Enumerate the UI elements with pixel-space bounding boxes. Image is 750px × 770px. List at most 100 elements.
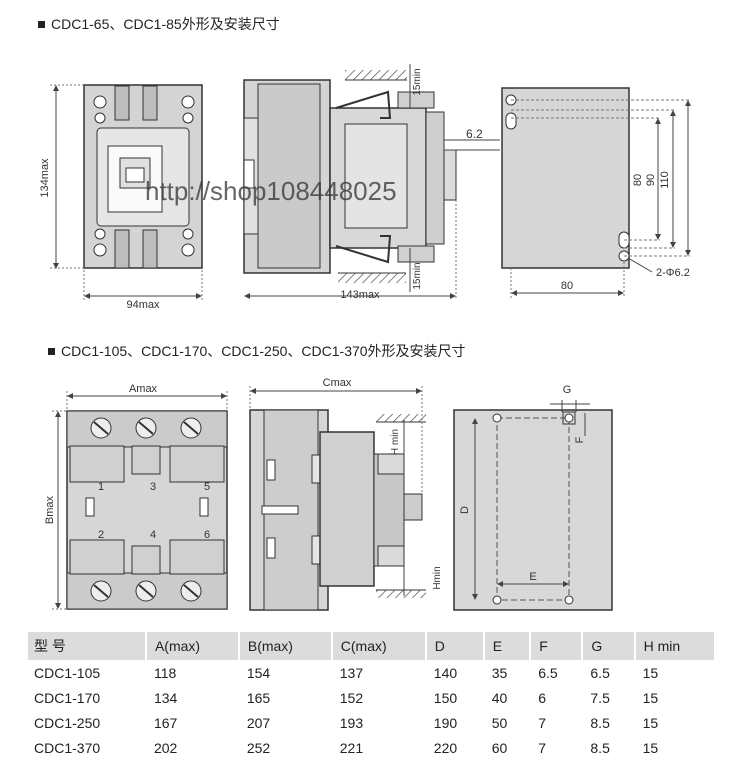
table-cell: 60 bbox=[491, 739, 508, 756]
table-header-cell: F bbox=[530, 632, 584, 660]
s1-min-bottom-label: 15min bbox=[412, 262, 423, 289]
s1-d80v-label: 80 bbox=[632, 174, 644, 186]
table-cell: 15 bbox=[642, 689, 659, 706]
table-cell: 7 bbox=[538, 714, 546, 731]
table-cell: 152 bbox=[339, 689, 364, 706]
bullet-square-icon bbox=[48, 347, 55, 355]
table-cell: 15 bbox=[642, 739, 659, 756]
s2-e-label: E bbox=[529, 571, 536, 583]
s1-wall-bottom bbox=[338, 273, 406, 283]
spec-table: 型 号 A(max) B(max) C(max) D E F G H min C… bbox=[28, 632, 717, 760]
section1-title: CDC1-65、CDC1-85外形及安装尺寸 bbox=[51, 16, 280, 32]
table-header-cell: 型 号 bbox=[28, 632, 147, 660]
table-cell: 6.5 bbox=[538, 664, 558, 681]
table-header-row: 型 号 A(max) B(max) C(max) D E F G H min bbox=[28, 632, 717, 660]
terminal-number: 3 bbox=[150, 481, 156, 493]
table-cell: 8.5 bbox=[590, 714, 610, 731]
s1-d90-label: 90 bbox=[645, 174, 657, 186]
terminal-number: 6 bbox=[204, 529, 210, 541]
s2-front-dims bbox=[52, 391, 228, 610]
s2-wall-top bbox=[376, 414, 426, 422]
s1-mount-view bbox=[501, 87, 690, 269]
terminal-number: 1 bbox=[98, 481, 104, 493]
s2-b-label: Bmax bbox=[44, 495, 56, 524]
table-cell: 15 bbox=[642, 714, 659, 731]
s2-front-view bbox=[66, 410, 228, 610]
table-header-cell: C(max) bbox=[331, 632, 427, 660]
table-cell: 6 bbox=[538, 689, 546, 706]
s2-mount-view bbox=[453, 409, 613, 611]
table-cell: 193 bbox=[339, 714, 364, 731]
table-header-cell: H min bbox=[634, 632, 717, 660]
table-cell: 50 bbox=[491, 714, 508, 731]
table-header-cell: G bbox=[582, 632, 636, 660]
table-cell: CDC1-250 bbox=[34, 714, 101, 731]
table-header-cell: A(max) bbox=[145, 632, 240, 660]
s2-terminal-numbers: 1 3 5 2 4 6 bbox=[98, 481, 210, 541]
table-cell: 6.5 bbox=[590, 664, 610, 681]
watermark-text: http://shop108448025 bbox=[145, 176, 397, 206]
section2-title: CDC1-105、CDC1-170、CDC1-250、CDC1-370外形及安装… bbox=[61, 343, 466, 359]
s2-h-bottom-label: Hmin bbox=[432, 566, 443, 589]
table-cell: 154 bbox=[246, 664, 271, 681]
s2-g-label: G bbox=[563, 384, 572, 396]
table-cell: 190 bbox=[433, 714, 458, 731]
s2-wall-bottom bbox=[376, 590, 426, 598]
s1-side-dims bbox=[244, 64, 500, 300]
s2-f-label: F bbox=[574, 436, 586, 443]
table-cell: 7 bbox=[538, 739, 546, 756]
table-row: CDC1-250 167 207 193 190 50 7 8.5 15 bbox=[28, 710, 715, 735]
s1-d80h-label: 80 bbox=[561, 280, 573, 292]
table-cell: 207 bbox=[246, 714, 271, 731]
s1-wall-top bbox=[345, 70, 407, 80]
table-cell: CDC1-170 bbox=[34, 689, 101, 706]
table-cell: 118 bbox=[153, 664, 177, 681]
s1-front-dims bbox=[50, 84, 203, 300]
s2-mount-dims bbox=[472, 400, 590, 600]
s1-holes-label: 2-Φ6.2 bbox=[656, 267, 690, 279]
table-header-cell: D bbox=[425, 632, 485, 660]
terminal-number: 5 bbox=[204, 481, 210, 493]
table-cell: CDC1-105 bbox=[34, 664, 101, 681]
table-cell: 140 bbox=[433, 664, 458, 681]
s1-mount-dims bbox=[510, 100, 691, 298]
s1-d110-label: 110 bbox=[659, 171, 671, 189]
section1-heading: CDC1-65、CDC1-85外形及安装尺寸 bbox=[38, 14, 280, 34]
s2-c-label: Cmax bbox=[323, 377, 352, 389]
table-cell: 35 bbox=[491, 664, 508, 681]
table-cell: 202 bbox=[153, 739, 178, 756]
bullet-square-icon bbox=[38, 20, 45, 28]
s2-d-label: D bbox=[459, 506, 471, 514]
table-cell: 8.5 bbox=[590, 739, 610, 756]
terminal-number: 4 bbox=[150, 529, 156, 541]
section2-heading: CDC1-105、CDC1-170、CDC1-250、CDC1-370外形及安装… bbox=[48, 341, 466, 361]
s1-front-width-label: 94max bbox=[126, 299, 160, 311]
table-cell: 252 bbox=[246, 739, 271, 756]
s1-offset-label: 6.2 bbox=[466, 127, 483, 141]
s1-min-top-label: 15min bbox=[412, 68, 423, 95]
table-header-cell: E bbox=[483, 632, 532, 660]
table-cell: 220 bbox=[433, 739, 458, 756]
s1-front-view bbox=[83, 84, 203, 269]
table-cell: 165 bbox=[246, 689, 271, 706]
table-cell: 7.5 bbox=[590, 689, 610, 706]
s1-side-width-label: 143max bbox=[340, 289, 380, 301]
table-row: CDC1-170 134 165 152 150 40 6 7.5 15 bbox=[28, 685, 715, 710]
table-cell: 137 bbox=[339, 664, 364, 681]
s2-side-dims bbox=[249, 386, 423, 596]
s2-h-top-label: H min bbox=[390, 429, 401, 455]
s1-height-label: 134max bbox=[39, 158, 51, 198]
table-row: CDC1-370 202 252 221 220 60 7 8.5 15 bbox=[28, 735, 715, 760]
s1-side-view bbox=[243, 79, 457, 274]
table-cell: 167 bbox=[153, 714, 178, 731]
table-cell: 40 bbox=[491, 689, 508, 706]
drawings: 134max 94max 15min 15min 143max 6.2 bbox=[39, 64, 691, 611]
s2-side-view bbox=[249, 409, 423, 611]
terminal-number: 2 bbox=[98, 529, 104, 541]
table-cell: 150 bbox=[433, 689, 458, 706]
table-cell: CDC1-370 bbox=[34, 739, 101, 756]
table-cell: 15 bbox=[642, 664, 659, 681]
table-cell: 134 bbox=[153, 689, 178, 706]
s2-a-label: Amax bbox=[129, 383, 158, 395]
table-header-cell: B(max) bbox=[238, 632, 333, 660]
